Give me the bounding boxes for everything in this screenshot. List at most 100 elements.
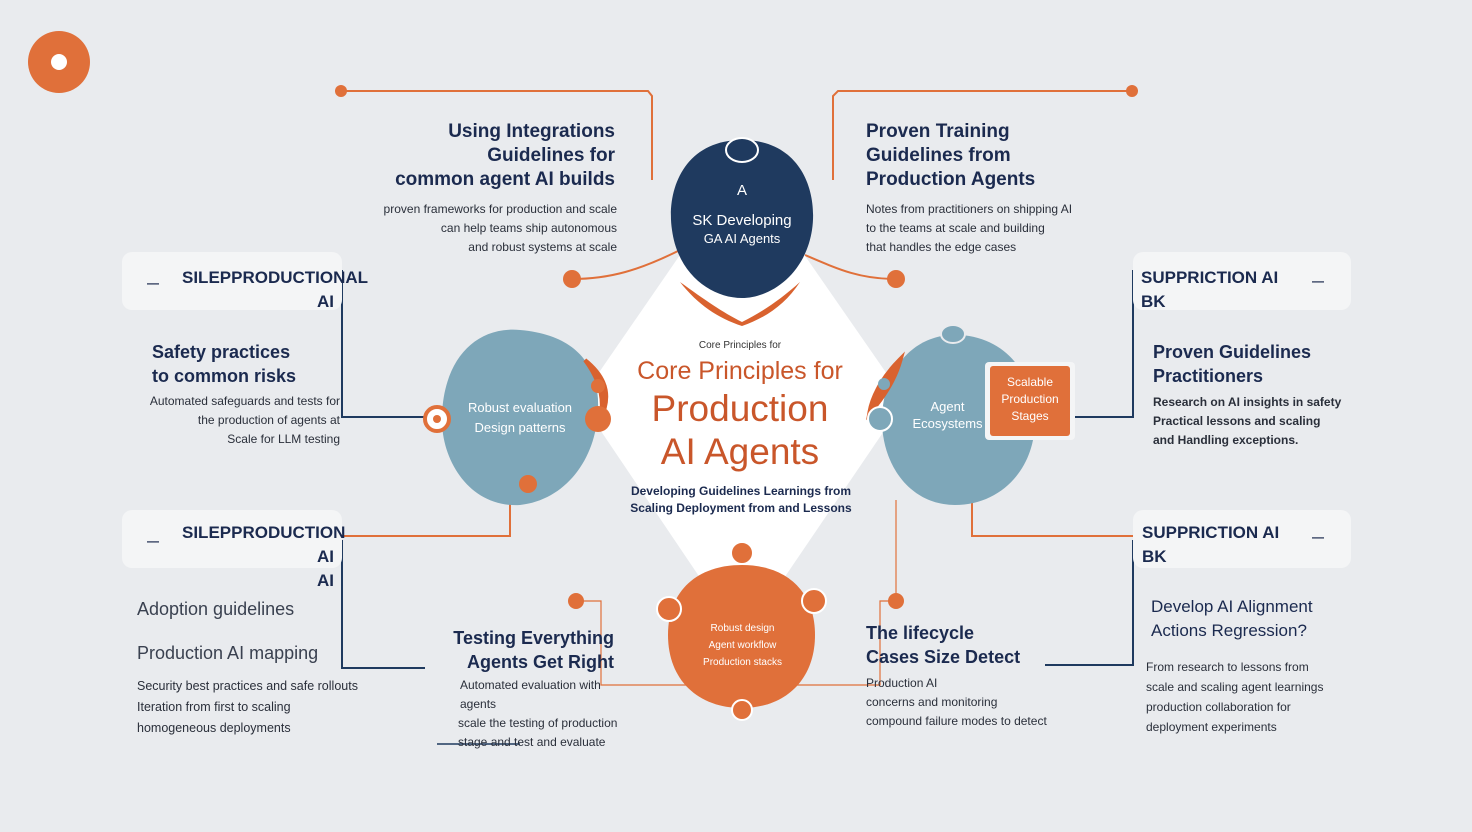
bottom-left-title: Testing Everything Agents Get Right	[412, 626, 614, 674]
right-badge-line1: Scalable	[1006, 375, 1054, 389]
right-lower-desc-line1: From research to lessons from	[1146, 660, 1309, 674]
right-lower-title-line2: Actions Regression?	[1151, 621, 1307, 640]
right-lower-title-line1: Develop AI Alignment	[1151, 597, 1313, 616]
left-node-text: Robust evaluation Design patterns	[455, 398, 585, 438]
left-upper-bar	[122, 252, 342, 310]
bottom-right-title-line1: The lifecycle	[866, 623, 975, 643]
bottom-node-shape	[668, 565, 815, 708]
left-lower-desc-line1: Security best practices and safe rollout…	[137, 679, 358, 693]
right-lower-bar	[1133, 510, 1351, 568]
right-lower-bar-line2: BK	[1142, 547, 1167, 566]
right-lower-bar-line1: SUPPRICTION AI	[1142, 523, 1280, 542]
top-left-desc-line2: can help teams ship autonomous	[440, 221, 617, 235]
right-lower-desc-line2: scale and scaling agent learnings	[1146, 680, 1324, 694]
top-right-title-line3: Production Agents	[866, 169, 1036, 190]
top-right-desc: Notes from practitioners on shipping AI …	[866, 200, 1126, 257]
left-upper-desc-line1: Automated safeguards and tests for	[149, 394, 340, 408]
right-upper-bar	[1133, 252, 1351, 310]
right-upper-bar-title: SUPPRICTION AI BK	[1141, 266, 1311, 314]
right-upper-dash: —	[1312, 274, 1324, 288]
left-node-shape	[441, 329, 599, 506]
center-subtitle-line1: Developing Guidelines Learnings from	[630, 484, 852, 498]
right-upper-title-line1: Proven Guidelines	[1153, 342, 1312, 362]
left-upper-title-line2: to common risks	[152, 366, 297, 386]
left-upper-bar-line1: SILEPPRODUCTIONAL	[182, 268, 369, 287]
top-left-desc: proven frameworks for production and sca…	[330, 200, 617, 257]
bottom-left-desc-line2: scale the testing of production	[458, 716, 618, 730]
right-lower-bar-title: SUPPRICTION AI BK	[1142, 521, 1312, 569]
top-left-node-connector	[571, 249, 681, 280]
left-lower-items: Adoption guidelines Production AI mappin…	[137, 587, 347, 675]
right-lower-dash: —	[1312, 530, 1324, 544]
top-right-desc-line2: to the teams at scale and building	[866, 221, 1045, 235]
right-lower-connector	[971, 490, 1133, 537]
left-upper-title-line1: Safety practices	[152, 342, 291, 362]
top-right-connector	[832, 90, 1132, 180]
center-kicker: Core Principles for	[698, 340, 782, 351]
top-node-text: A SK Developing GA AI Agents	[682, 182, 802, 247]
bottom-right-title-line2: Cases Size Detect	[866, 647, 1021, 667]
left-lower-desc: Security best practices and safe rollout…	[137, 676, 367, 739]
left-upper-desc-line2: the production of agents at	[197, 413, 340, 427]
top-right-desc-line3: that handles the edge cases	[866, 240, 1017, 254]
right-upper-title: Proven Guidelines Practitioners	[1153, 340, 1353, 388]
bottom-left-desc-line1: Automated evaluation with agents	[460, 678, 601, 711]
right-upper-bar-line1: SUPPRICTION AI	[1141, 268, 1279, 287]
left-lower-bar	[122, 510, 342, 568]
right-node-text: Agent Ecosystems	[900, 398, 995, 432]
bottom-node-line3: Production stacks	[703, 657, 782, 668]
left-upper-dash: —	[147, 276, 159, 290]
left-upper-title: Safety practices to common risks	[152, 340, 352, 388]
bottom-right-desc-line2: concerns and monitoring	[866, 695, 998, 709]
bottom-left-title-line2: Agents Get Right	[467, 652, 614, 672]
right-badge-line3: Stages	[1011, 409, 1049, 423]
right-node-line2: Ecosystems	[912, 416, 983, 431]
bottom-right-desc: Production AI concerns and monitoring co…	[866, 674, 1066, 731]
left-lower-desc-line2: Iteration from first to scaling	[137, 700, 291, 714]
top-node-line2: GA AI Agents	[703, 231, 781, 246]
top-right-node-connector	[804, 254, 897, 280]
right-lower-desc: From research to lessons from scale and …	[1146, 657, 1366, 737]
top-left-title: Using Integrations Guidelines for common…	[380, 120, 615, 192]
left-lower-bar-title: SILEPPRODUCTION AI AI	[182, 521, 346, 593]
left-upper-connector	[341, 270, 436, 418]
top-left-title-line3: common agent AI builds	[395, 169, 615, 190]
bottom-right-desc-line1: Production AI	[866, 676, 938, 690]
top-left-title-line2: Guidelines for	[487, 145, 615, 166]
left-upper-desc-line3: Scale for LLM testing	[227, 432, 340, 446]
bottom-node-text: Robust design Agent workflow Production …	[680, 620, 805, 671]
right-upper-desc-line1: Research on AI insights in safety	[1153, 395, 1342, 409]
top-right-desc-line1: Notes from practitioners on shipping AI	[866, 202, 1073, 216]
center-diamond	[580, 165, 905, 640]
right-node-badge	[990, 366, 1070, 436]
bottom-node-line1: Robust design	[710, 623, 775, 634]
right-upper-bar-line2: BK	[1141, 292, 1166, 311]
center-title-block: Core Principles for Core Principles for …	[600, 340, 880, 473]
right-upper-desc-line2: Practical lessons and scaling	[1153, 414, 1321, 428]
top-left-title-line1: Using Integrations	[448, 121, 615, 142]
top-left-desc-line3: and robust systems at scale	[468, 240, 617, 254]
left-upper-bar-line2: AI	[317, 292, 334, 311]
left-lower-desc-line3: homogeneous deployments	[137, 721, 291, 735]
right-node-badge-text: Scalable Production Stages	[990, 374, 1070, 425]
bottom-left-desc: Automated evaluation with agents scale t…	[410, 676, 630, 752]
top-node-chevron	[680, 282, 800, 326]
bottom-left-desc-line3: stage and test and evaluate	[458, 735, 606, 749]
top-node-letter: A	[736, 182, 747, 199]
bottom-right-desc-line3: compound failure modes to detect	[866, 714, 1047, 728]
left-lower-dash: —	[147, 534, 159, 548]
bottom-node-line2: Agent workflow	[708, 640, 777, 651]
center-title-line3: AI Agents	[660, 431, 820, 472]
right-upper-connector	[1075, 270, 1134, 418]
right-lower-title: Develop AI Alignment Actions Regression?	[1151, 595, 1371, 643]
bottom-left-title-line1: Testing Everything	[453, 628, 614, 648]
left-lower-bar-line1: SILEPPRODUCTION AI	[182, 523, 346, 566]
bottom-right-title: The lifecycle Cases Size Detect	[866, 621, 1066, 669]
top-left-desc-line1: proven frameworks for production and sca…	[383, 202, 617, 216]
top-right-title-line2: Guidelines from	[866, 145, 1011, 166]
center-subtitle-line2: Scaling Deployment from and Lessons	[630, 501, 852, 515]
left-lower-bar-line2: AI	[317, 571, 334, 590]
right-upper-title-line2: Practitioners	[1153, 366, 1264, 386]
center-subtitle: Developing Guidelines Learnings from Sca…	[606, 483, 876, 517]
center-title-line1: Core Principles for	[637, 357, 843, 385]
